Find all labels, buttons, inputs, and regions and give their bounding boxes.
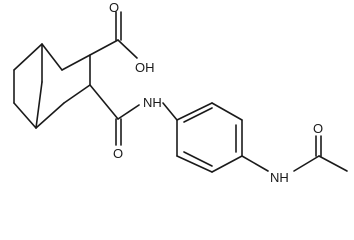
bond — [211, 155, 243, 173]
phenylene-ring — [162, 102, 243, 173]
bond — [89, 84, 119, 120]
bond — [211, 102, 243, 121]
bond — [35, 81, 43, 129]
bond — [13, 102, 37, 129]
amide-group: O NH — [89, 84, 162, 161]
bond — [41, 43, 63, 71]
amide-carbonyl-oxygen: O — [113, 146, 123, 161]
bond — [176, 155, 213, 173]
bond — [176, 102, 213, 121]
acid-hydroxyl: OH — [135, 60, 155, 75]
bond — [183, 151, 213, 167]
bond — [61, 54, 91, 71]
bond — [35, 102, 65, 129]
carboxylic-acid-group: O OH — [89, 0, 155, 75]
acid-carbonyl-oxygen: O — [109, 0, 119, 15]
amide-nh: NH — [143, 95, 162, 110]
bond — [117, 39, 138, 59]
molecule-structure: O OH O NH NH O — [13, 0, 348, 185]
bond — [318, 155, 348, 172]
acetyl-carbonyl-oxygen: O — [313, 121, 323, 136]
acetamide-group: NH O — [241, 121, 348, 185]
bond — [13, 43, 43, 71]
bond — [241, 155, 269, 172]
bond — [162, 102, 178, 121]
bicyclooctane-ring — [13, 43, 91, 129]
bond — [293, 155, 320, 172]
acetamide-nh: NH — [270, 170, 289, 185]
bond — [89, 39, 119, 56]
bond — [117, 104, 140, 120]
bond — [63, 84, 91, 104]
bond — [183, 107, 213, 123]
